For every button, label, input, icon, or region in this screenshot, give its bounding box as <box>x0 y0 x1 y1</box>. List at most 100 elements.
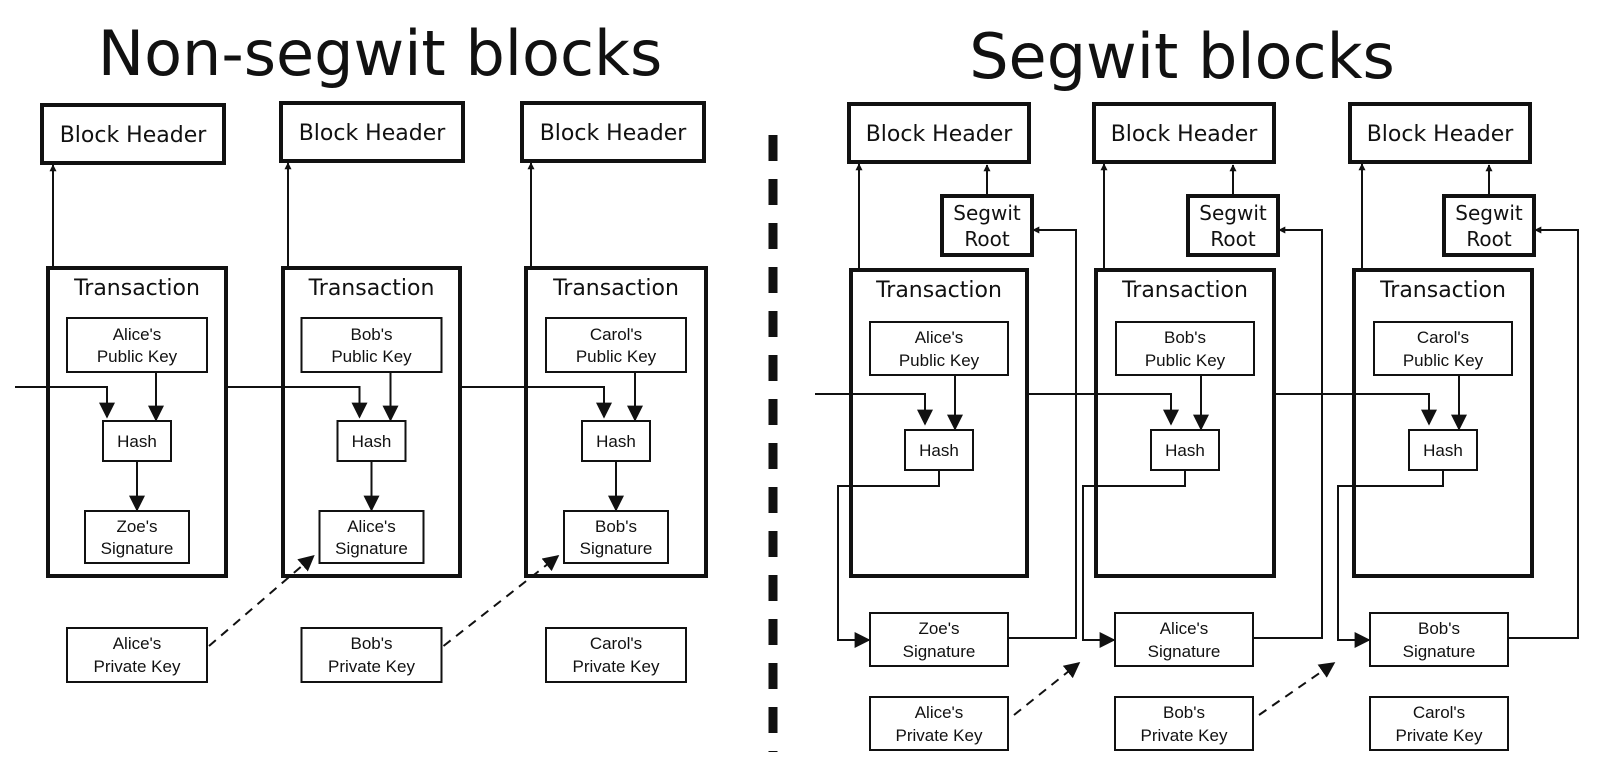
signature-label-line-2: Signature <box>101 539 174 558</box>
block-header-box <box>847 102 1031 164</box>
private-key-label-line-1: Alice's <box>915 703 964 722</box>
transaction-box <box>849 268 1029 578</box>
private-key-box <box>66 627 208 683</box>
transaction-label: Transaction <box>73 276 200 301</box>
block-header-label: Block Header <box>60 123 208 148</box>
private-key-label-line-2: Private Key <box>1396 726 1483 745</box>
signature-label-line-1: Zoe's <box>918 619 959 638</box>
segwit-root-label-line-1: Segwit <box>1199 201 1267 225</box>
segwit-root-label-line-1: Segwit <box>1455 201 1523 225</box>
block-header-label: Block Header <box>866 122 1014 147</box>
segwit-block-3: Block HeaderSegwitRootTransactionCarol's… <box>1337 102 1579 751</box>
block-header-label: Block Header <box>540 121 688 146</box>
public-key-label-line-2: Public Key <box>1403 351 1484 370</box>
public-key-label-line-2: Public Key <box>331 347 412 366</box>
signature-to-segwit-root-arrow <box>1508 226 1579 639</box>
signature-label-line-1: Alice's <box>347 517 396 536</box>
block-header-box <box>1348 102 1532 164</box>
signature-box <box>1369 612 1509 667</box>
public-key-label-line-1: Bob's <box>351 325 393 344</box>
signing-dashed-arrow <box>442 555 560 647</box>
segwit-root-label-line-2: Root <box>964 227 1009 251</box>
spend-chain-line <box>15 386 612 419</box>
private-key-box <box>545 627 687 683</box>
signing-dashed-arrow <box>1258 662 1336 716</box>
chain-segment-2 <box>226 386 368 419</box>
signature-box <box>869 612 1009 667</box>
public-key-label-line-2: Public Key <box>1145 351 1226 370</box>
signature-label-line-2: Signature <box>1403 642 1476 661</box>
private-key-label-line-2: Private Key <box>1141 726 1228 745</box>
private-key-label-line-1: Alice's <box>113 634 162 653</box>
segwit-root-label-line-2: Root <box>1210 227 1255 251</box>
hash-box <box>102 420 172 462</box>
segwit-block-1: Block HeaderSegwitRootTransactionAlice's… <box>837 102 1081 751</box>
private-key-label-line-2: Private Key <box>94 657 181 676</box>
private-key-box <box>300 627 443 683</box>
chain-segment-3 <box>460 386 612 419</box>
private-key-label-line-2: Private Key <box>573 657 660 676</box>
chain-segment-3 <box>1274 393 1437 426</box>
public-key-box <box>1115 321 1255 376</box>
hash-label: Hash <box>352 432 392 451</box>
public-key-label-line-1: Carol's <box>590 325 642 344</box>
signing-dashed-arrow <box>208 554 315 647</box>
public-key-label-line-1: Bob's <box>1164 328 1206 347</box>
signature-label-line-2: Signature <box>580 539 653 558</box>
hash-to-signature-arrow <box>837 470 940 648</box>
transaction-label: Transaction <box>1121 278 1248 303</box>
public-key-label-line-2: Public Key <box>899 351 980 370</box>
chain-segment-1 <box>815 393 933 426</box>
block-header-label: Block Header <box>299 121 447 146</box>
signature-to-segwit-root-arrow <box>1253 226 1323 639</box>
hash-label: Hash <box>596 432 636 451</box>
hash-label: Hash <box>1423 441 1463 460</box>
public-key-box <box>545 317 687 373</box>
private-key-label-line-1: Carol's <box>1413 703 1465 722</box>
block-header-box <box>279 101 465 163</box>
signature-label-line-1: Alice's <box>1160 619 1209 638</box>
public-key-label-line-2: Public Key <box>576 347 657 366</box>
transaction-label: Transaction <box>1379 278 1506 303</box>
signature-box <box>318 510 425 564</box>
hash-box <box>581 420 651 462</box>
signature-label-line-2: Signature <box>1148 642 1221 661</box>
private-key-box <box>869 696 1009 751</box>
segwit-block-2: Block HeaderSegwitRootTransactionBob'sPu… <box>1082 102 1336 751</box>
segwit-root-label-line-1: Segwit <box>953 201 1021 225</box>
signature-label-line-1: Zoe's <box>116 517 157 536</box>
signature-box <box>1114 612 1254 667</box>
block-header-box <box>1092 102 1276 164</box>
transaction-box <box>1352 268 1534 578</box>
hash-label: Hash <box>1165 441 1205 460</box>
transaction-box <box>1094 268 1276 578</box>
hash-box <box>904 429 974 471</box>
transaction-label: Transaction <box>875 278 1002 303</box>
transaction-box <box>524 266 708 578</box>
block-header-label: Block Header <box>1111 122 1259 147</box>
segwit-root-label-line-2: Root <box>1466 227 1511 251</box>
hash-box <box>1408 429 1478 471</box>
public-key-box <box>1373 321 1513 376</box>
block-header-box <box>40 103 226 165</box>
private-key-box <box>1369 696 1509 751</box>
chain-segment-2 <box>1027 393 1179 426</box>
transaction-box <box>281 266 462 578</box>
signature-label-line-2: Signature <box>335 539 408 558</box>
hash-label: Hash <box>919 441 959 460</box>
